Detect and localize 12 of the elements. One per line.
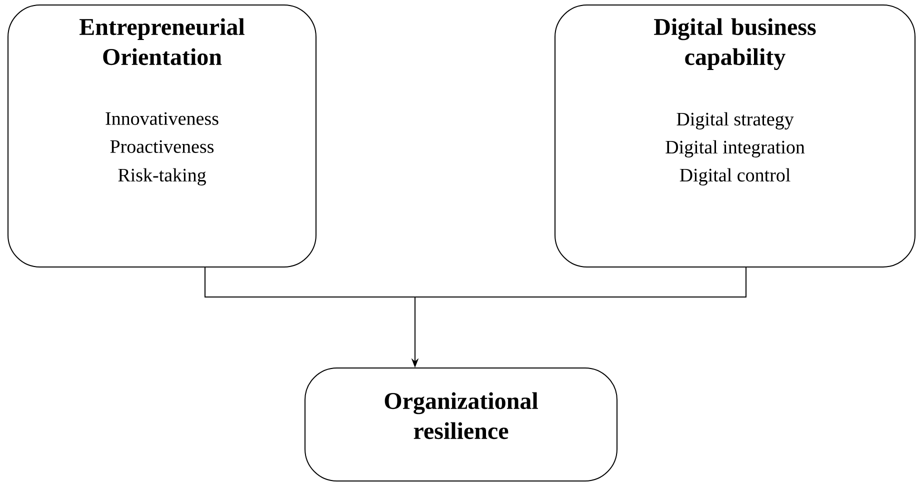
- box-heading: Digital business capability: [654, 18, 816, 70]
- list-item: Risk-taking: [118, 168, 206, 186]
- list-item: Digital integration: [666, 140, 805, 158]
- list-item: Digital control: [680, 168, 790, 186]
- concept-box: [8, 4, 316, 268]
- list-item: Digital strategy: [676, 112, 794, 130]
- box-heading: Entrepreneurial Orientation: [80, 18, 244, 66]
- concept-box: [304, 368, 618, 482]
- concept-box: [554, 4, 916, 268]
- list-item: Proactiveness: [110, 140, 214, 153]
- box-heading: Organizational resilience: [384, 392, 538, 440]
- list-item: Innovativeness: [106, 112, 218, 125]
